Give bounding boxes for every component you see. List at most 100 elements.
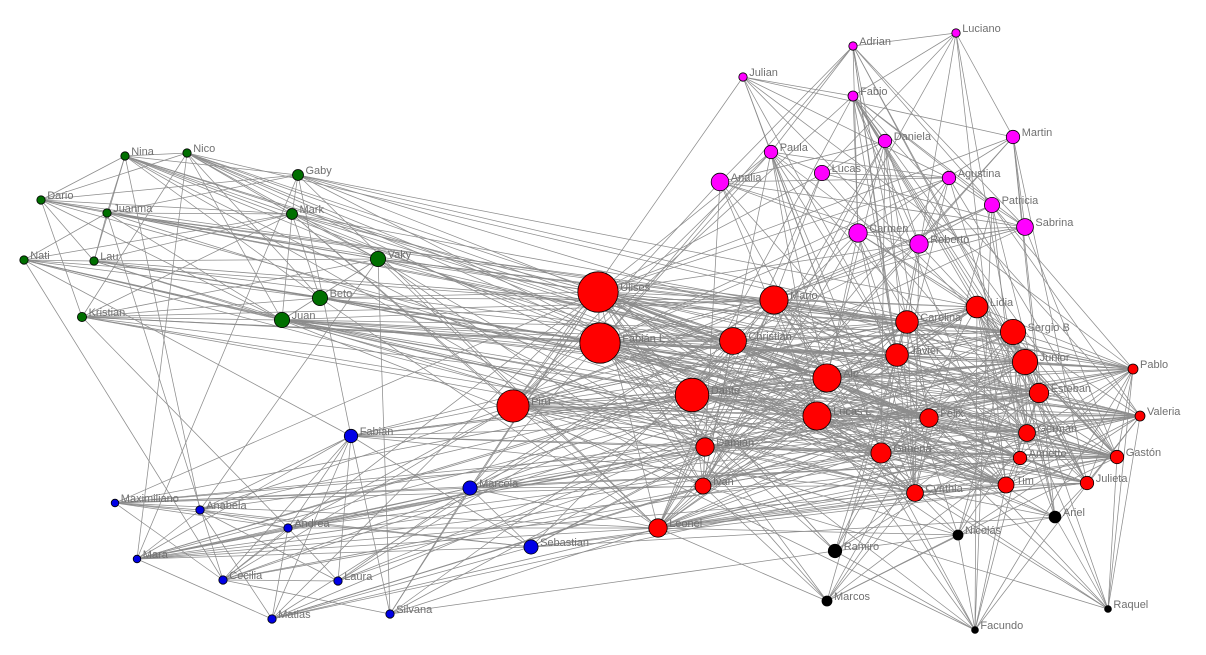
edge-Julieta-Ariel bbox=[1054, 482, 1088, 518]
edge-Ulises-Damian bbox=[597, 291, 706, 448]
node-leonel[interactable] bbox=[648, 518, 668, 538]
edge-Nati-Cecilia bbox=[23, 259, 224, 581]
node-maximiliano[interactable] bbox=[110, 498, 120, 508]
node-piru[interactable] bbox=[496, 389, 530, 423]
edge-LucasL-Raquel bbox=[816, 415, 1109, 610]
node-juanma[interactable] bbox=[102, 208, 112, 218]
node-lidia[interactable] bbox=[965, 295, 989, 319]
edge-Javier-German bbox=[896, 354, 1028, 434]
node-sabrina[interactable] bbox=[1016, 218, 1034, 236]
node-ramiro[interactable] bbox=[827, 543, 843, 559]
node-damian[interactable] bbox=[695, 437, 715, 457]
edge-SergioB-Nicolas bbox=[957, 331, 1014, 536]
node-mario[interactable] bbox=[759, 285, 789, 315]
edge-Daniela-Ale bbox=[826, 140, 886, 379]
node-martin[interactable] bbox=[1005, 129, 1021, 145]
node-annette[interactable] bbox=[1012, 450, 1028, 466]
node-nina[interactable] bbox=[120, 151, 130, 161]
node-sergiob[interactable] bbox=[1000, 318, 1027, 345]
node-roberto[interactable] bbox=[909, 234, 929, 254]
node-raquel[interactable] bbox=[1104, 605, 1112, 613]
node-patricia[interactable] bbox=[984, 196, 1001, 213]
node-matias[interactable] bbox=[267, 614, 277, 624]
node-label-ulises: Ulises bbox=[620, 282, 650, 294]
edge-Ivan-Matias bbox=[271, 485, 704, 620]
node-lucasl[interactable] bbox=[802, 401, 832, 431]
node-carolina[interactable] bbox=[895, 310, 919, 334]
node-anabela[interactable] bbox=[195, 505, 205, 515]
node-label-anabela: Anabela bbox=[206, 500, 247, 512]
edge-LucasL-Felix bbox=[816, 415, 930, 419]
node-lau[interactable] bbox=[89, 256, 99, 266]
node-dante[interactable] bbox=[674, 377, 710, 413]
edge-SergioB-Pablo bbox=[1012, 331, 1134, 370]
node-christian[interactable] bbox=[719, 327, 747, 355]
edge-Piru-Dante bbox=[512, 394, 693, 407]
edge-Julieta-Leonel bbox=[657, 482, 1088, 529]
node-tim[interactable] bbox=[997, 476, 1015, 494]
node-ariel[interactable] bbox=[1048, 510, 1062, 524]
node-lucas[interactable] bbox=[814, 164, 831, 181]
node-beto[interactable] bbox=[311, 289, 328, 306]
node-marcos[interactable] bbox=[821, 595, 833, 607]
edge-Andrea-Cecilia bbox=[222, 527, 289, 581]
node-mark[interactable] bbox=[286, 208, 298, 220]
node-label-adrian: Adrian bbox=[859, 36, 891, 48]
node-vaky[interactable] bbox=[369, 250, 386, 267]
node-adrian[interactable] bbox=[848, 41, 858, 51]
edge-Carolina-Junior bbox=[906, 321, 1026, 363]
edge-Sebastian-Ariel bbox=[530, 516, 1056, 548]
node-fabian[interactable] bbox=[343, 428, 359, 444]
node-paula[interactable] bbox=[763, 144, 779, 160]
node-german[interactable] bbox=[1018, 424, 1036, 442]
node-fabio[interactable] bbox=[847, 90, 859, 102]
node-silvana[interactable] bbox=[385, 609, 395, 619]
node-dario[interactable] bbox=[36, 195, 46, 205]
node-carmen[interactable] bbox=[848, 223, 868, 243]
node-nicolas[interactable] bbox=[952, 529, 964, 541]
edge-Fabio-Roberto bbox=[852, 95, 920, 245]
node-juan[interactable] bbox=[273, 311, 290, 328]
node-mara[interactable] bbox=[132, 554, 142, 564]
edge-Adrian-Analia bbox=[719, 45, 854, 183]
node-junior[interactable] bbox=[1012, 348, 1039, 375]
node-nati[interactable] bbox=[19, 255, 29, 265]
node-label-kristian: Kristian bbox=[89, 307, 126, 319]
node-cecilia[interactable] bbox=[218, 575, 228, 585]
node-analia[interactable] bbox=[710, 172, 730, 192]
node-gaby[interactable] bbox=[292, 169, 304, 181]
node-pablo[interactable] bbox=[1127, 363, 1139, 375]
node-kristian[interactable] bbox=[77, 311, 88, 322]
edge-Nicolas-Ramiro bbox=[834, 534, 959, 552]
edge-Vaky-Ulises bbox=[377, 258, 599, 293]
node-julian[interactable] bbox=[738, 72, 748, 82]
node-ulises[interactable] bbox=[577, 271, 619, 313]
node-ivan[interactable] bbox=[694, 477, 712, 495]
node-valeria[interactable] bbox=[1134, 410, 1146, 422]
node-julieta[interactable] bbox=[1079, 475, 1095, 491]
node-laura[interactable] bbox=[333, 576, 343, 586]
node-facundo[interactable] bbox=[971, 626, 979, 634]
edge-Patricia-Facundo bbox=[974, 204, 993, 631]
node-sebastian[interactable] bbox=[523, 539, 539, 555]
node-fabianl[interactable] bbox=[579, 322, 621, 364]
node-felix[interactable] bbox=[919, 408, 939, 428]
node-cynthia[interactable] bbox=[906, 484, 924, 502]
node-gaston[interactable] bbox=[1109, 449, 1125, 465]
edge-Christian-Fabian bbox=[350, 340, 734, 437]
node-javier[interactable] bbox=[885, 343, 909, 367]
edge-Gaston-Leonel bbox=[657, 456, 1118, 529]
node-gimena[interactable] bbox=[870, 442, 892, 464]
edge-Nico-Dario bbox=[40, 152, 188, 201]
node-andrea[interactable] bbox=[283, 523, 293, 533]
edge-Daniela-Roberto bbox=[884, 140, 920, 245]
edge-Tim-Facundo bbox=[974, 484, 1007, 631]
node-daniela[interactable] bbox=[877, 133, 893, 149]
node-nico[interactable] bbox=[182, 148, 192, 158]
node-marcela[interactable] bbox=[462, 480, 478, 496]
node-ale[interactable] bbox=[812, 363, 842, 393]
node-agustina[interactable] bbox=[941, 170, 957, 186]
node-luciano[interactable] bbox=[951, 28, 961, 38]
node-esteban[interactable] bbox=[1028, 382, 1050, 404]
node-label-dante: Dante bbox=[711, 385, 740, 397]
